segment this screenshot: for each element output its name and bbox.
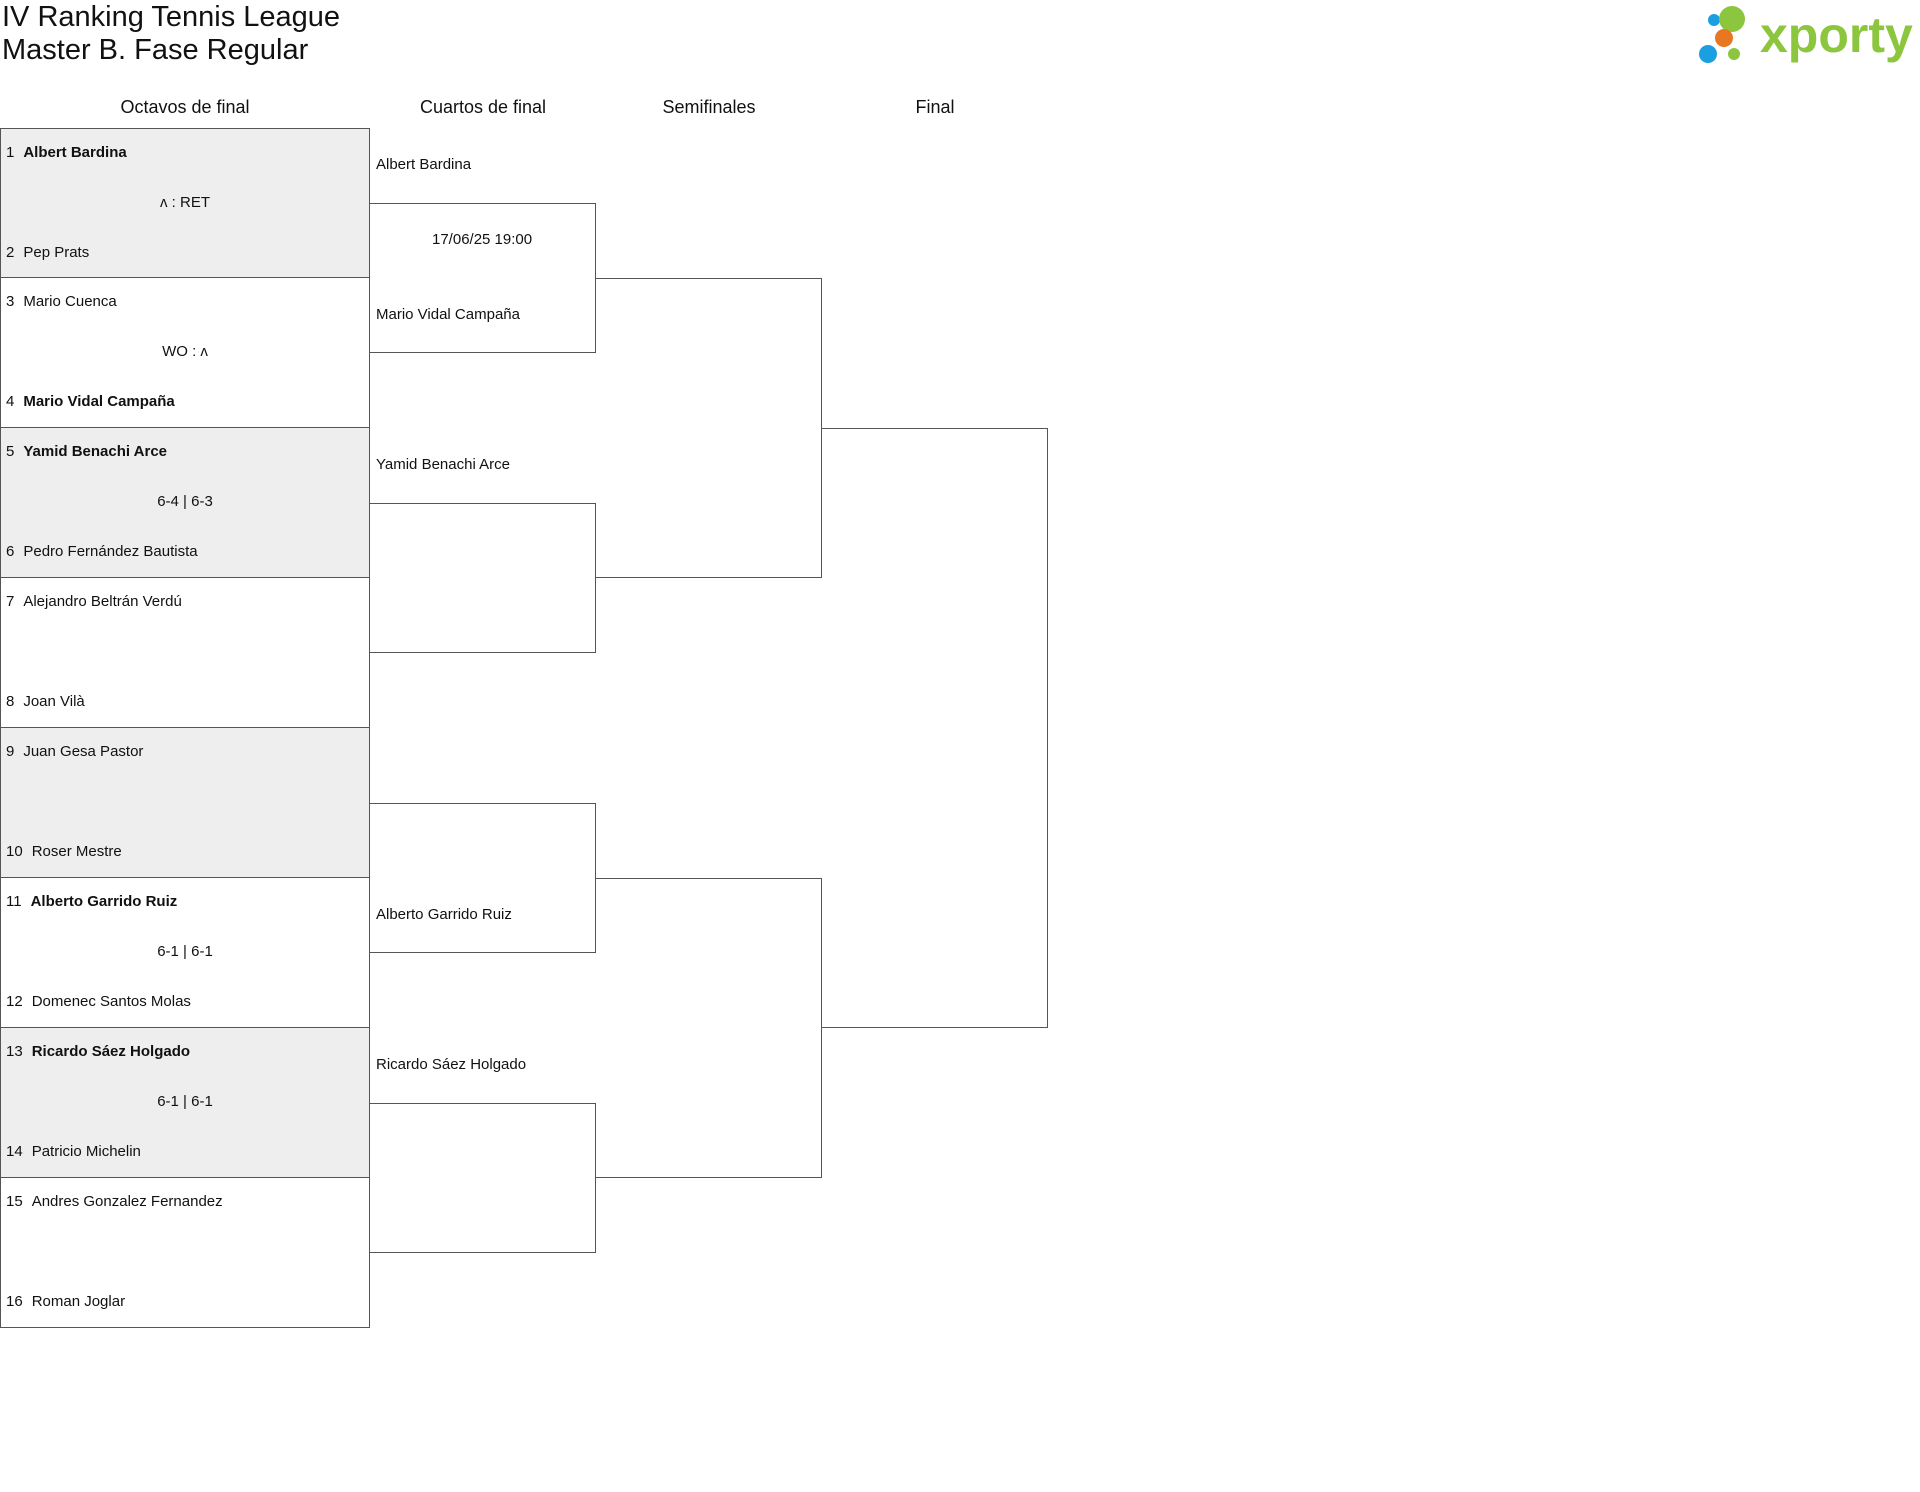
player-name: Alberto Garrido Ruiz	[30, 893, 178, 910]
bracket-qf-3	[370, 803, 596, 953]
player-slot: 15 Andres Gonzalez Fernandez	[6, 1192, 223, 1212]
seed: 8	[6, 693, 15, 710]
match-score: 6-1 | 6-1	[157, 943, 213, 960]
seed: 12	[6, 993, 23, 1010]
player-slot: 2 Pep Prats	[6, 243, 89, 263]
seed: 11	[6, 893, 22, 910]
match-r16-6: 11 Alberto Garrido Ruiz 6-1 | 6-1 12 Domen…	[0, 878, 370, 1028]
round-header-octavos: Octavos de final	[120, 97, 250, 117]
seed: 4	[6, 393, 15, 410]
match-score: 6-4 | 6-3	[157, 493, 213, 510]
player-name: Andres Gonzalez Fernandez	[31, 1193, 223, 1210]
player-name: Yamid Benachi Arce	[23, 443, 168, 460]
seed: 14	[6, 1143, 23, 1160]
player-slot: 1 Albert Bardina	[6, 143, 127, 163]
qf-1-date: 17/06/25 19:00	[432, 231, 533, 248]
player-slot: 12 Domenec Santos Molas	[6, 992, 191, 1012]
match-r16-8: 15 Andres Gonzalez Fernandez 16 Roman Jogl…	[0, 1178, 370, 1328]
bracket-qf-2	[370, 503, 596, 653]
match-r16-3: 5 Yamid Benachi Arce 6-4 | 6-3 6 Pedro Fer…	[0, 428, 370, 578]
match-score: WO : ʌ	[162, 343, 208, 360]
player-slot: 5 Yamid Benachi Arce	[6, 442, 167, 462]
seed: 2	[6, 244, 15, 261]
bracket-sf-2	[596, 878, 822, 1178]
match-score: 6-1 | 6-1	[157, 1093, 213, 1110]
player-slot: 11 Alberto Garrido Ruiz	[6, 892, 177, 912]
seed: 13	[6, 1043, 23, 1060]
player-name: Joan Vilà	[23, 693, 85, 710]
player-slot: 3 Mario Cuenca	[6, 292, 117, 312]
tournament-title: IV Ranking Tennis League	[2, 1, 341, 33]
round-header-final: Final	[915, 97, 955, 117]
player-slot: 9 Juan Gesa Pastor	[6, 742, 143, 762]
player-name: Juan Gesa Pastor	[23, 743, 144, 760]
player-name: Mario Vidal Campaña	[23, 393, 175, 410]
player-name: Mario Cuenca	[23, 293, 117, 310]
match-r16-4: 7 Alejandro Beltrán Verdú 8 Joan Vilà	[0, 578, 370, 728]
match-r16-2: 3 Mario Cuenca WO : ʌ 4 Mario Vidal Campañ…	[0, 278, 370, 428]
match-r16-1: 1 Albert Bardina ʌ : RET 2 Pep Prats	[0, 128, 370, 278]
player-slot: 6 Pedro Fernández Bautista	[6, 542, 198, 562]
player-slot: 10 Roser Mestre	[6, 842, 122, 862]
player-slot: 16 Roman Joglar	[6, 1292, 125, 1312]
player-name: Pedro Fernández Bautista	[23, 543, 198, 560]
player-name: Alejandro Beltrán Verdú	[23, 593, 182, 610]
seed: 1	[6, 144, 15, 161]
tournament-subtitle: Master B. Fase Regular	[2, 34, 309, 66]
player-name: Albert Bardina	[23, 144, 127, 161]
seed: 7	[6, 593, 15, 610]
round-header-cuartos: Cuartos de final	[419, 97, 547, 117]
player-name: Domenec Santos Molas	[31, 993, 191, 1010]
seed: 16	[6, 1293, 23, 1310]
bracket-sf-1	[596, 278, 822, 578]
player-slot: 14 Patricio Michelin	[6, 1142, 141, 1162]
seed: 9	[6, 743, 15, 760]
xporty-logo: xporty	[1699, 6, 1913, 63]
seed: 5	[6, 443, 15, 460]
bracket-final	[822, 428, 1048, 1028]
player-slot: 7 Alejandro Beltrán Verdú	[6, 592, 182, 612]
seed: 15	[6, 1193, 23, 1210]
player-slot: 13 Ricardo Sáez Holgado	[6, 1042, 190, 1062]
player-name: Patricio Michelin	[31, 1143, 141, 1160]
player-name: Roman Joglar	[31, 1293, 126, 1310]
seed: 10	[6, 843, 23, 860]
match-score: ʌ : RET	[159, 194, 210, 211]
logo-wordmark: xporty	[1760, 7, 1913, 63]
player-name: Ricardo Sáez Holgado	[31, 1043, 191, 1060]
seed: 6	[6, 543, 15, 560]
qf-1-top-player: Albert Bardina	[376, 156, 472, 173]
player-name: Roser Mestre	[31, 843, 122, 860]
bracket-qf-4	[370, 1103, 596, 1253]
qf-3-bottom-player: Alberto Garrido Ruiz	[376, 906, 512, 923]
bracket-qf-1	[370, 203, 596, 353]
player-slot: 4 Mario Vidal Campaña	[6, 392, 175, 412]
qf-1-bottom-player: Mario Vidal Campaña	[376, 306, 520, 323]
round-header-semifinales: Semifinales	[662, 97, 756, 117]
qf-4-top-player: Ricardo Sáez Holgado	[376, 1056, 527, 1073]
player-slot: 8 Joan Vilà	[6, 692, 85, 712]
player-name: Pep Prats	[23, 244, 90, 261]
match-r16-5: 9 Juan Gesa Pastor 10 Roser Mestre	[0, 728, 370, 878]
seed: 3	[6, 293, 15, 310]
match-r16-7: 13 Ricardo Sáez Holgado 6-1 | 6-1 14 Patri…	[0, 1028, 370, 1178]
qf-2-top-player: Yamid Benachi Arce	[376, 456, 510, 473]
